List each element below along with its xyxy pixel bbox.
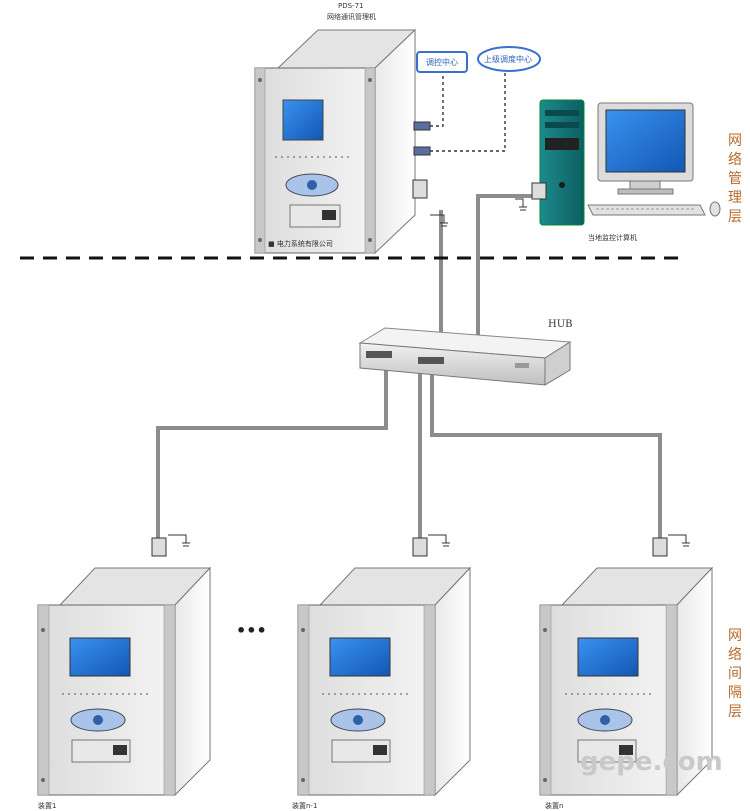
svg-text:隔: 隔 [728, 685, 742, 701]
hub-switch: HUB [358, 319, 573, 386]
cable-hub-device-1 [156, 365, 388, 550]
svg-text:管: 管 [728, 171, 742, 187]
computer-caption: 当地监控计算机 [588, 233, 637, 242]
svg-text:网: 网 [728, 133, 742, 149]
svg-text:■ 电力系统有限公司: ■ 电力系统有限公司 [268, 239, 333, 248]
management-layer-label: 网 络 管 理 层 [728, 133, 742, 225]
cables [156, 194, 662, 550]
device-n: 装置n [539, 537, 714, 810]
device-1-caption: 装置1 [38, 801, 56, 810]
svg-text:网: 网 [728, 628, 742, 644]
manager-screen [282, 99, 324, 141]
watermark: gepe.com [580, 747, 723, 777]
svg-text:络: 络 [728, 647, 742, 663]
upper-dispatch-label: 上级调度中心 [484, 54, 532, 64]
hub-label: HUB [548, 319, 573, 330]
devices-ellipsis: ••• [236, 621, 267, 640]
svg-text:间: 间 [728, 666, 742, 682]
cable-computer-hub [476, 194, 532, 338]
svg-text:理: 理 [728, 190, 742, 206]
manager-model-label: PDS-71 [338, 2, 364, 10]
svg-text:络: 络 [728, 152, 742, 168]
remote-center-label: 调控中心 [426, 57, 458, 67]
svg-text:层: 层 [728, 704, 742, 720]
device-1: 装置1 [37, 537, 212, 810]
device-n-caption: 装置n [545, 801, 563, 810]
cable-hub-device-n [430, 365, 662, 550]
ground-markers [168, 198, 690, 547]
computer-keyboard-icon [587, 204, 706, 216]
local-computer: 当地监控计算机 [531, 99, 721, 242]
remote-center-bubble: 调控中心 [416, 51, 468, 73]
remote-links [430, 70, 506, 152]
device-n-1-caption: 装置n-1 [292, 801, 317, 810]
communication-manager: PDS-71 网络通讯管理机 ■ 电力系统有限公司 [254, 2, 431, 255]
upper-dispatch-bubble: 上级调度中心 [477, 46, 541, 72]
svg-text:层: 层 [728, 209, 742, 225]
computer-tower-icon [539, 99, 585, 226]
bay-layer-label: 网 络 间 隔 层 [728, 628, 742, 720]
device-n-1: 装置n-1 [292, 537, 472, 810]
manager-caption: 网络通讯管理机 [327, 12, 376, 21]
